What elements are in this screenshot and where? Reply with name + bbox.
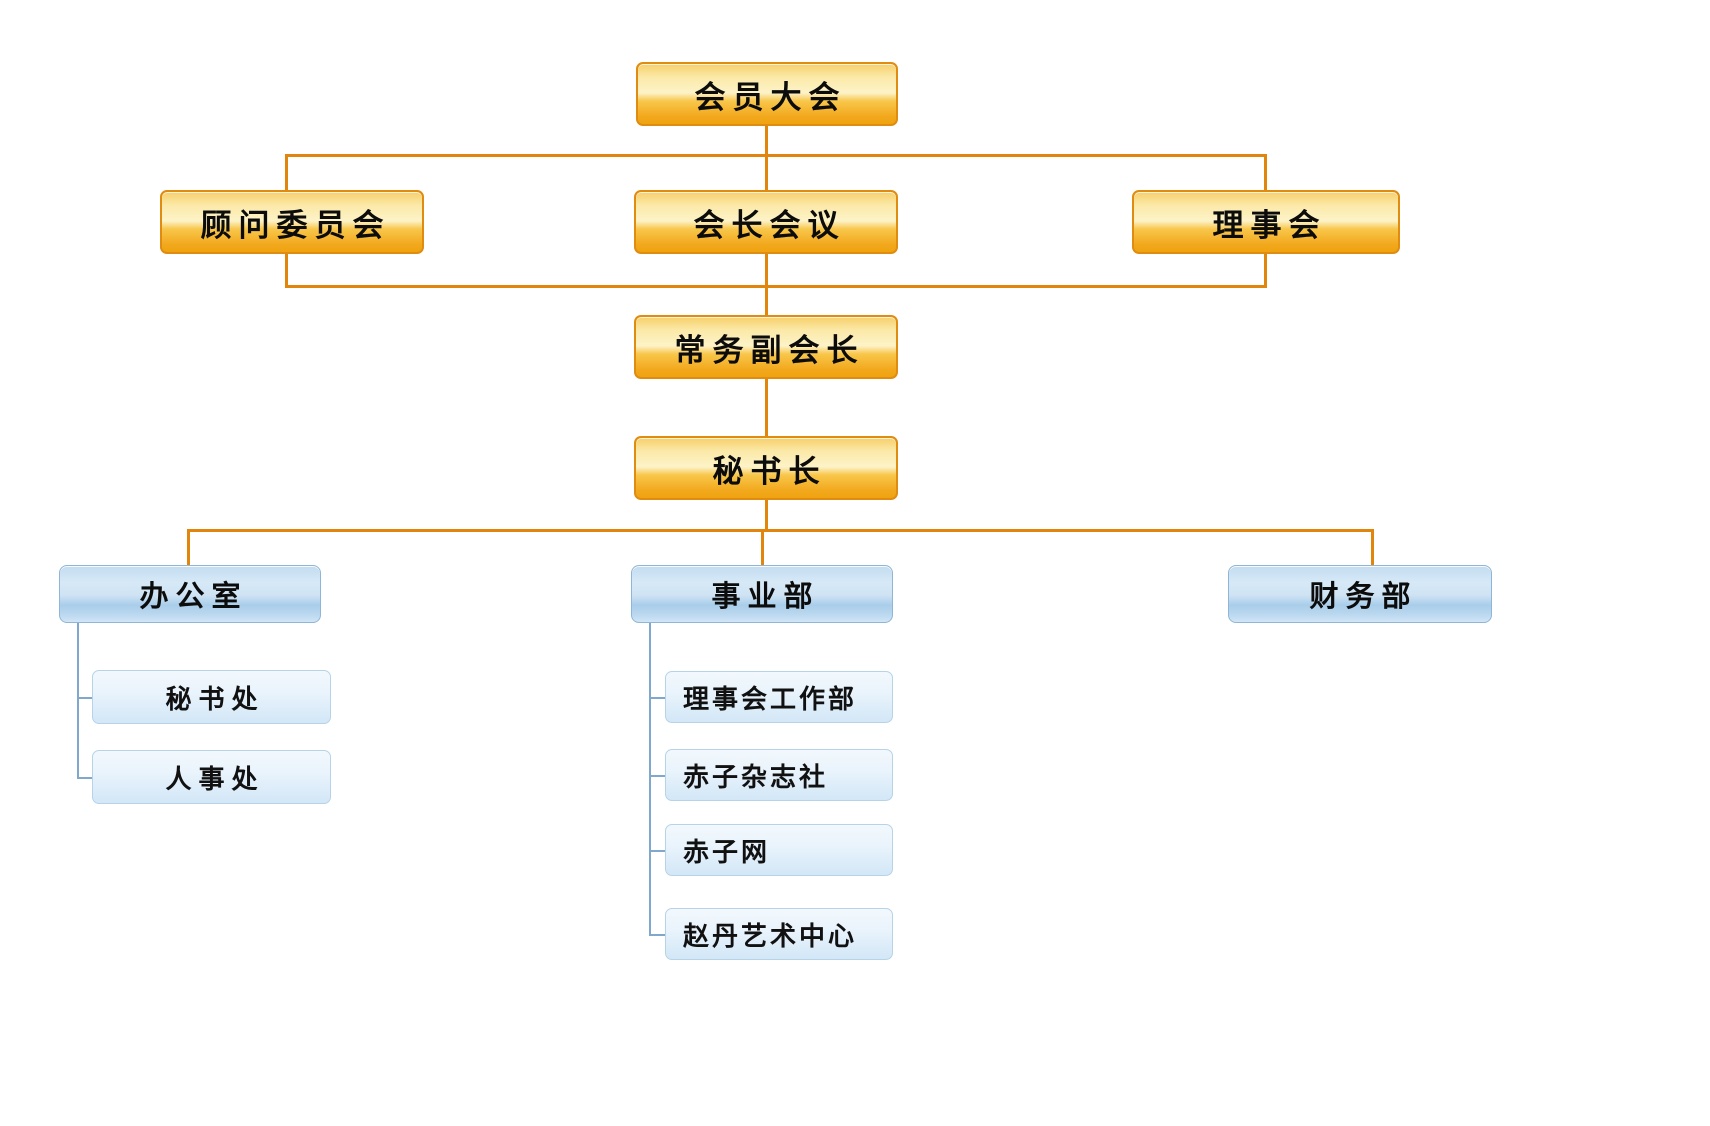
node-secretariat[interactable]: 秘书处: [92, 670, 331, 724]
node-label: 顾问委员会: [200, 207, 391, 244]
node-label: 办公室: [139, 579, 248, 613]
node-label: 会员大会: [694, 79, 847, 116]
connector-finance-drop: [1371, 529, 1374, 567]
node-general-assembly[interactable]: 会员大会: [636, 62, 898, 126]
connector-board-drop: [1264, 154, 1267, 190]
node-zhaodan-art-center[interactable]: 赵丹艺术中心: [665, 908, 893, 960]
connector-business-child-1: [649, 697, 665, 699]
connector-assembly-stem: [765, 126, 768, 156]
node-secretary-general[interactable]: 秘书长: [634, 436, 898, 500]
node-president-meeting[interactable]: 会长会议: [634, 190, 898, 254]
node-board-of-directors[interactable]: 理事会: [1132, 190, 1400, 254]
node-label: 秘书处: [165, 684, 265, 715]
connector-office-rail: [77, 623, 79, 778]
connector-president-spine: [765, 254, 768, 316]
connector-department-bus: [187, 529, 1374, 532]
node-chizi-magazine[interactable]: 赤子杂志社: [665, 749, 893, 801]
node-label: 会长会议: [693, 207, 846, 244]
node-finance-department[interactable]: 财务部: [1228, 565, 1492, 623]
node-advisory-committee[interactable]: 顾问委员会: [160, 190, 424, 254]
connector-business-child-3: [649, 850, 665, 852]
connector-president-drop: [765, 154, 768, 190]
node-chizi-web[interactable]: 赤子网: [665, 824, 893, 876]
node-label: 人事处: [165, 764, 265, 795]
node-label: 赤子网: [683, 837, 771, 868]
connector-business-rail: [649, 623, 651, 935]
node-board-working-department[interactable]: 理事会工作部: [665, 671, 893, 723]
node-label: 事业部: [711, 579, 820, 613]
connector-evp-to-sg: [765, 379, 768, 436]
node-office[interactable]: 办公室: [59, 565, 321, 623]
node-business-department[interactable]: 事业部: [631, 565, 893, 623]
node-label: 赵丹艺术中心: [683, 921, 858, 952]
connector-board-riser: [1264, 254, 1267, 287]
connector-office-child-1: [77, 697, 93, 699]
connector-row2-lower-bus: [285, 285, 1267, 288]
connector-business-child-2: [649, 775, 665, 777]
connector-advisory-riser: [285, 254, 288, 287]
connector-business-child-4: [649, 934, 665, 936]
node-label: 赤子杂志社: [683, 762, 829, 793]
connector-office-child-2: [77, 777, 93, 779]
node-label: 秘书长: [712, 453, 827, 490]
connector-office-drop: [187, 529, 190, 567]
node-executive-vice-president[interactable]: 常务副会长: [634, 315, 898, 379]
connector-row2-bus: [285, 154, 1267, 157]
node-label: 理事会工作部: [683, 684, 858, 715]
connector-advisory-drop: [285, 154, 288, 190]
connector-sg-stem: [765, 500, 768, 531]
node-label: 理事会: [1212, 207, 1327, 244]
connector-business-drop: [761, 529, 764, 567]
node-label: 常务副会长: [674, 332, 865, 369]
node-personnel-office[interactable]: 人事处: [92, 750, 331, 804]
node-label: 财务部: [1309, 579, 1418, 613]
